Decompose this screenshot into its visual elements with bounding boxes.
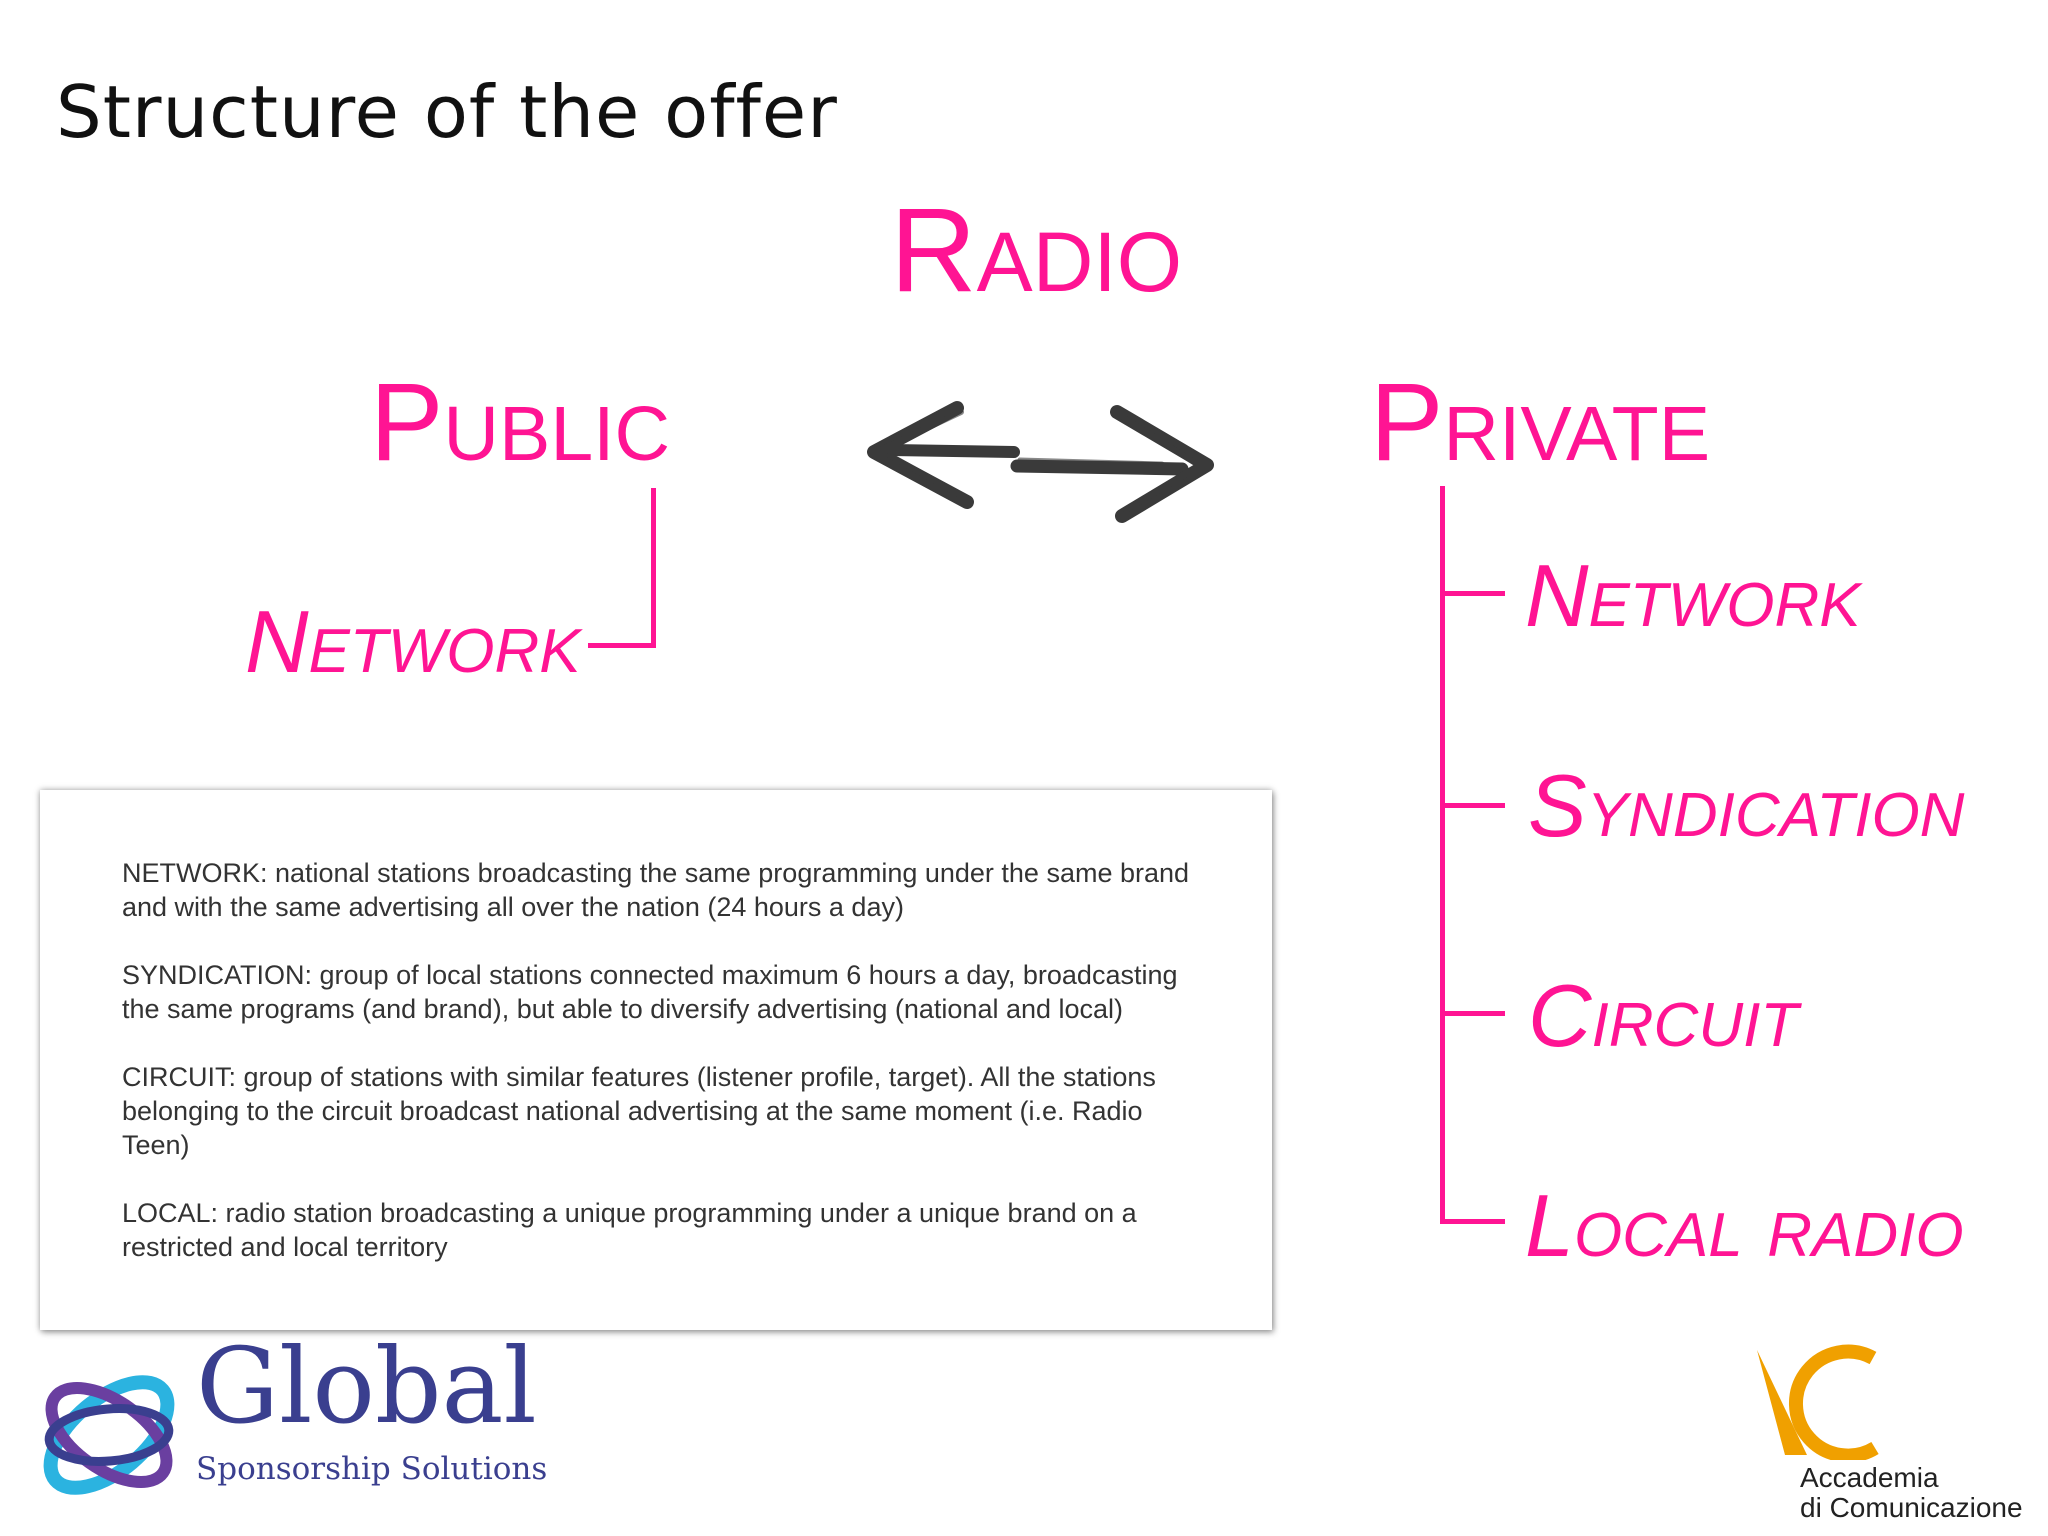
- public-connector-horizontal: [588, 643, 656, 648]
- public-network-label: Network: [245, 592, 581, 691]
- private-heading: Private: [1370, 361, 1711, 484]
- global-logo-tagline: Sponsorship Solutions: [196, 1451, 548, 1487]
- private-syndication-label: Syndication: [1528, 756, 1965, 855]
- radio-heading: Radio: [890, 183, 1183, 317]
- private-network-label: Network: [1525, 546, 1861, 645]
- accademia-logo-icon: [1757, 1344, 1879, 1460]
- public-heading: Public: [370, 361, 671, 484]
- definition-syndication: SYNDICATION: group of local stations con…: [122, 960, 1178, 1024]
- private-tree-trunk: [1440, 486, 1445, 1224]
- accademia-logo-line2: di Comunicazione: [1800, 1492, 2023, 1523]
- private-branch-local-radio: [1440, 1219, 1505, 1224]
- private-local-radio-label: Local radio: [1525, 1176, 1964, 1275]
- global-logo-icon: [43, 1375, 175, 1495]
- private-branch-circuit: [1440, 1011, 1505, 1016]
- private-branch-syndication: [1440, 803, 1505, 808]
- definition-local: LOCAL: radio station broadcasting a uniq…: [122, 1198, 1137, 1262]
- private-branch-network: [1440, 591, 1505, 596]
- definitions-box: NETWORK: national stations broadcasting …: [40, 790, 1272, 1330]
- accademia-logo-line1: Accademia: [1800, 1462, 1939, 1493]
- definition-circuit: CIRCUIT: group of stations with similar …: [122, 1062, 1156, 1160]
- public-connector-vertical: [651, 488, 656, 648]
- double-arrow-icon: [867, 401, 1214, 523]
- slide-title: Structure of the offer: [56, 70, 838, 154]
- private-circuit-label: Circuit: [1528, 966, 1799, 1065]
- global-logo-text: Global: [196, 1325, 537, 1447]
- definition-network: NETWORK: national stations broadcasting …: [122, 858, 1190, 922]
